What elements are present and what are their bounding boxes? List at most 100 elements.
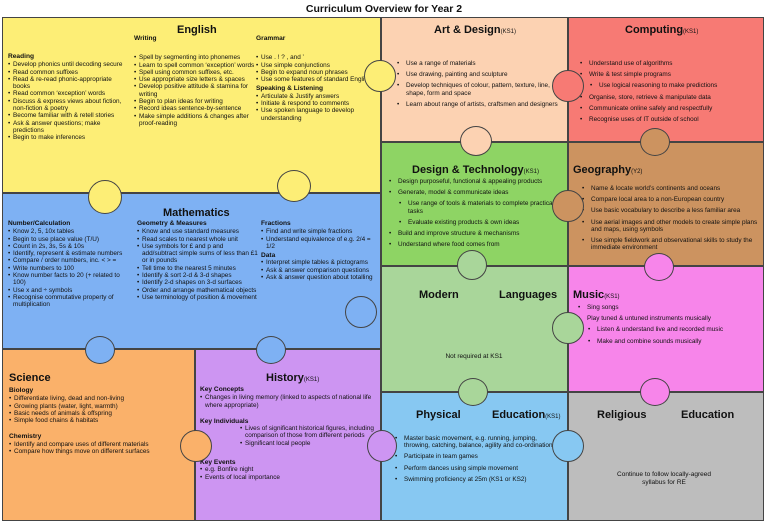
list-item: Recognise commutative property of multip…	[8, 294, 134, 309]
list-item: Communicate online safely and respectful…	[577, 105, 761, 112]
list-item: Make and combine sounds musically	[575, 338, 761, 345]
music-panel: Music(KS1) Sing songsPlay tuned & untune…	[568, 266, 764, 392]
grammar-heading: Grammar	[256, 35, 286, 42]
puzzle-knob	[85, 336, 115, 364]
list-item: Generate, model & communicate ideas	[386, 189, 566, 196]
list-item: Lives of significant historical figures,…	[240, 425, 376, 440]
english-reading-column: Reading Develop phonics until decoding s…	[8, 53, 126, 142]
music-list: Sing songsPlay tuned & untuned instrumen…	[575, 304, 761, 349]
list-item: Use basic vocabulary to describe a less …	[579, 207, 761, 214]
dt-panel: Design & Technology(KS1) Design purposef…	[381, 142, 568, 266]
list-item: e.g. Bonfire night	[200, 466, 376, 474]
data-heading: Data	[261, 252, 276, 260]
speaking-list: Articulate & Justify answersInitiate & r…	[256, 93, 376, 122]
list-item: Begin to expand noun phrases	[256, 69, 376, 77]
individuals-list: Lives of significant historical figures,…	[240, 425, 376, 447]
list-item: Use terminology of position & movement	[137, 294, 259, 302]
art-panel: Art & Design(KS1) Use a range of materia…	[381, 17, 568, 142]
maths-title: Mathematics	[163, 207, 230, 219]
list-item: Name & locate world’s continents and oce…	[579, 185, 761, 192]
list-item: Ask & answer question about totalling	[261, 274, 377, 282]
computing-list: Understand use of algorithmsWrite & test…	[577, 60, 761, 127]
list-item: Develop positive attitude & stamina for …	[134, 83, 258, 98]
geography-title: Geography(Y2)	[573, 164, 642, 176]
concepts-heading: Key Concepts	[200, 386, 244, 393]
list-item: Use spoken language to develop understan…	[256, 107, 376, 122]
list-item: Ask & answer comparison questions	[261, 267, 377, 275]
puzzle-knob	[552, 312, 584, 344]
fractions-list: Find and write simple fractionsUnderstan…	[261, 228, 377, 250]
science-title: Science	[9, 372, 51, 384]
pe-list: Master basic movement, e.g. running, jum…	[392, 435, 564, 487]
history-title-text: History	[266, 372, 304, 384]
re-panel: Religious Education Continue to follow l…	[568, 392, 764, 521]
fractions-heading: Fractions	[261, 220, 291, 227]
puzzle-knob	[460, 126, 492, 156]
mfl-title-right: Languages	[499, 289, 558, 301]
page-title: Curriculum Overview for Year 2	[305, 3, 463, 15]
list-item: Find and write simple fractions	[261, 228, 377, 236]
list-item: Use simple conjunctions	[256, 62, 376, 70]
list-item: Design purposeful, functional & appealin…	[386, 178, 566, 185]
list-item: Spell using common suffixes, etc.	[134, 69, 258, 77]
list-item: Use a range of materials	[394, 60, 562, 67]
list-item: Ask & answer questions; make predictions	[8, 120, 126, 135]
computing-panel: Computing(KS1) Understand use of algorit…	[568, 17, 764, 142]
list-item: Spell by segmenting into phonemes	[134, 54, 258, 62]
concepts-list: Changes in living memory (linked to aspe…	[200, 394, 376, 409]
puzzle-knob	[457, 250, 487, 280]
pe-title-text: Education	[492, 409, 546, 421]
list-item: Write & test simple programs	[577, 71, 761, 78]
list-item: Use simple fieldwork and observational s…	[579, 237, 761, 251]
list-item: Initiate & respond to comments	[256, 100, 376, 108]
list-item: Understand use of algorithms	[577, 60, 761, 67]
history-ks: (KS1)	[303, 377, 320, 383]
re-note: Continue to follow locally-agreed syllab…	[617, 471, 711, 486]
puzzle-knob	[180, 430, 212, 462]
music-title-text: Music	[573, 289, 605, 301]
art-ks: (KS1)	[500, 29, 516, 35]
dt-title: Design & Technology(KS1)	[412, 164, 539, 176]
list-item: Count in 2s, 3s, 5s & 10s	[8, 243, 134, 251]
list-item: Use range of tools & materials to comple…	[386, 200, 566, 214]
list-item: Compare / order numbers, inc. < > =	[8, 257, 134, 265]
mfl-note: Not required at KS1	[445, 353, 503, 360]
puzzle-knob	[367, 430, 397, 462]
puzzle-knob	[644, 253, 674, 281]
geography-panel: Geography(Y2) Name & locate world’s cont…	[568, 142, 764, 266]
re-title-right: Education	[681, 409, 735, 421]
list-item: Growing plants (water, light, warmth)	[9, 403, 189, 411]
list-item: Use aerial images and other models to cr…	[579, 219, 761, 233]
number-list: Know 2, 5, 10x tablesBegin to use place …	[8, 228, 134, 308]
english-panel: English Reading Develop phonics until de…	[2, 17, 381, 193]
data-list: Interpret simple tables & pictogramsAsk …	[261, 259, 377, 281]
list-item: Order and arrange mathematical objects	[137, 287, 259, 295]
art-title-text: Art & Design	[434, 24, 501, 36]
puzzle-knob	[88, 180, 122, 214]
list-item: Understand equivalence of e.g. 2/4 = 1/2	[261, 236, 377, 251]
biology-heading: Biology	[9, 387, 34, 394]
geometry-list: Know and use standard measuresRead scale…	[137, 228, 259, 301]
list-item: Read scales to nearest whole unit	[137, 236, 259, 244]
history-title: History(KS1)	[266, 372, 319, 384]
art-list: Use a range of materialsUse drawing, pai…	[394, 60, 562, 112]
list-item: Use appropriate size letters & spaces	[134, 76, 258, 84]
computing-title: Computing(KS1)	[625, 24, 698, 36]
maths-geometry-column: Geometry & Measures Know and use standar…	[137, 220, 259, 302]
computing-title-text: Computing	[625, 24, 684, 36]
history-column: Key Concepts Changes in living memory (l…	[200, 386, 376, 481]
english-title: English	[177, 24, 217, 36]
list-item: Use some features of standard English	[256, 76, 376, 84]
maths-fractions-column: Fractions Find and write simple fraction…	[261, 220, 377, 282]
list-item: Develop techniques of colour, pattern, t…	[394, 82, 562, 96]
dt-title-text: Design & Technology	[412, 164, 524, 176]
list-item: Discuss & express views about fiction, n…	[8, 98, 126, 113]
list-item: Master basic movement, e.g. running, jum…	[392, 435, 564, 449]
list-item: Play tuned & untuned instruments musical…	[575, 315, 761, 322]
pe-ks: (KS1)	[545, 414, 561, 420]
list-item: Identify and compare uses of different m…	[9, 441, 189, 449]
list-item: Recognise uses of IT outside of school	[577, 116, 761, 123]
chemistry-list: Identify and compare uses of different m…	[9, 441, 189, 456]
list-item: Identify 2-d shapes on 3-d surfaces	[137, 279, 259, 287]
puzzle-knob	[364, 60, 396, 92]
